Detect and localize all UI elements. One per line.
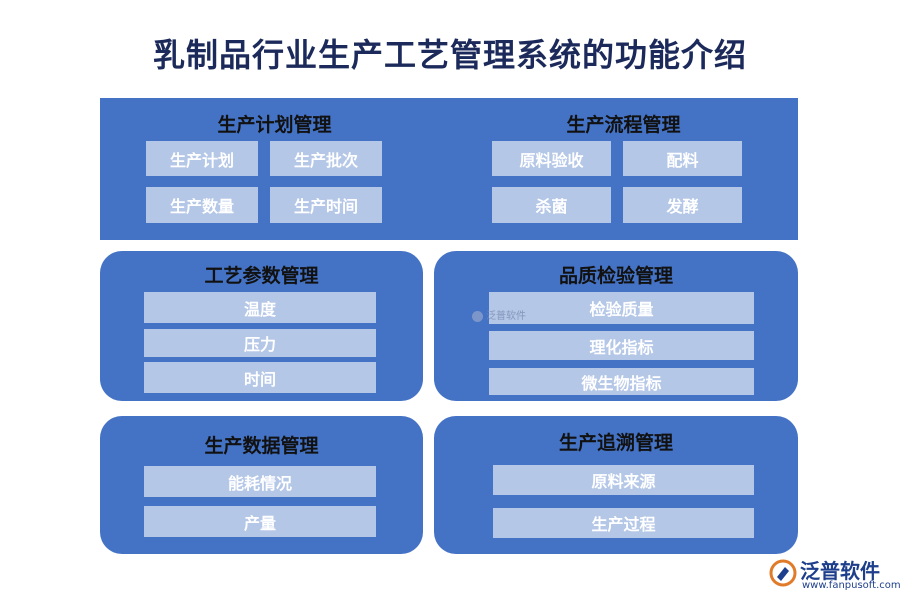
- item-quality-1: 检验质量: [489, 292, 754, 324]
- logo-name: 泛普软件: [800, 559, 880, 583]
- block-title-quality: 品质检验管理: [558, 265, 673, 287]
- item-quality-2: 理化指标: [489, 331, 754, 360]
- brand-logo: 泛普软件 www.fanpusoft.com: [768, 555, 900, 595]
- item-data-2: 产量: [144, 506, 376, 537]
- block-title-trace: 生产追溯管理: [558, 432, 673, 454]
- item-flow-4: 发酵: [623, 187, 742, 223]
- item-param-3: 时间: [144, 362, 376, 393]
- item-param-1: 温度: [144, 292, 376, 323]
- page-title: 乳制品行业生产工艺管理系统的功能介绍: [152, 36, 747, 74]
- item-plan-2: 生产批次: [270, 141, 382, 176]
- block-title-data: 生产数据管理: [204, 435, 319, 457]
- block-param: 工艺参数管理 温度 压力 时间: [100, 251, 423, 401]
- item-flow-1: 原料验收: [492, 141, 611, 176]
- item-plan-3: 生产数量: [146, 187, 258, 223]
- block-title-flow: 生产流程管理: [566, 114, 681, 136]
- item-trace-2: 生产过程: [493, 508, 754, 538]
- watermark-text: 泛普软件: [486, 311, 526, 322]
- brand-logo-icon: [769, 559, 797, 587]
- item-data-1: 能耗情况: [144, 466, 376, 497]
- item-plan-4: 生产时间: [270, 187, 382, 223]
- item-flow-3: 杀菌: [492, 187, 611, 223]
- block-title-plan: 生产计划管理: [217, 114, 332, 136]
- watermark: 泛普软件: [472, 307, 526, 322]
- top-panel: 生产计划管理 生产流程管理 生产计划 生产批次 生产数量 生产时间 原料验收 配…: [100, 98, 798, 240]
- block-title-param: 工艺参数管理: [204, 265, 319, 287]
- item-plan-1: 生产计划: [146, 141, 258, 176]
- logo-url: www.fanpusoft.com: [802, 580, 900, 591]
- item-trace-1: 原料来源: [493, 465, 754, 495]
- block-trace: 生产追溯管理 原料来源 生产过程: [434, 416, 798, 554]
- block-data: 生产数据管理 能耗情况 产量: [100, 416, 423, 554]
- item-flow-2: 配料: [623, 141, 742, 176]
- watermark-logo-icon: [472, 310, 483, 322]
- item-param-2: 压力: [144, 329, 376, 357]
- item-quality-3: 微生物指标: [489, 368, 754, 395]
- block-quality: 品质检验管理 检验质量 理化指标 微生物指标: [434, 251, 798, 401]
